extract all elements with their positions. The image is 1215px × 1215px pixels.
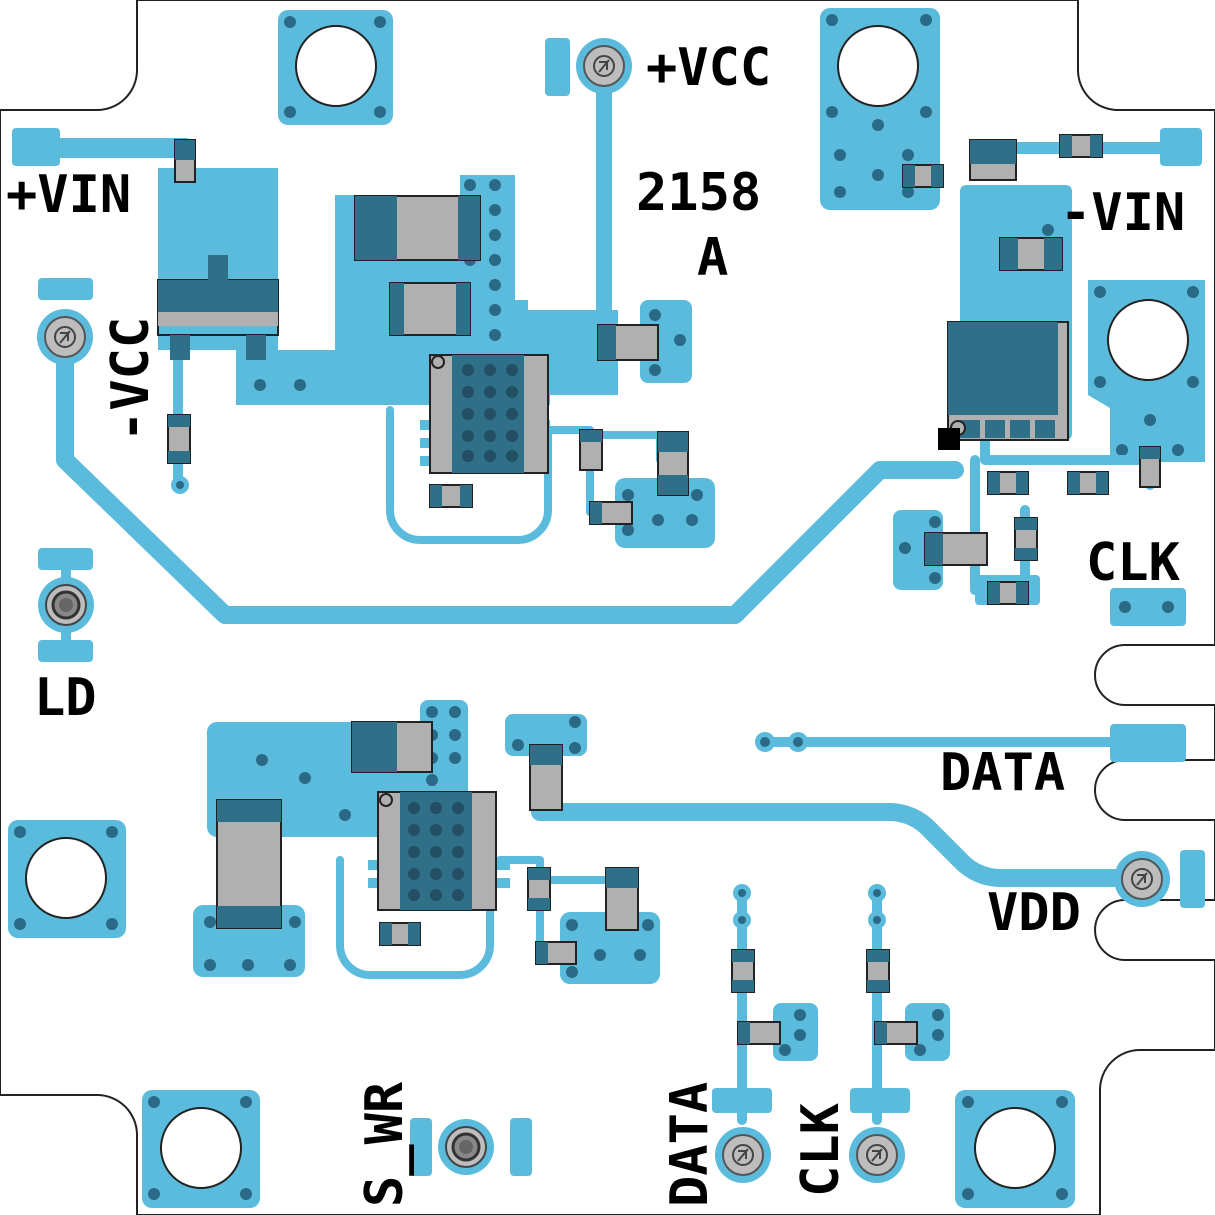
mounting-hole-top-right bbox=[820, 8, 940, 210]
label-revision: A bbox=[697, 228, 728, 288]
label-plus-vcc: +VCC bbox=[646, 38, 771, 98]
test-point-data bbox=[714, 1126, 772, 1184]
test-point-s-wr bbox=[436, 1117, 496, 1177]
mounting-hole-bottom-right bbox=[955, 1090, 1075, 1208]
label-ld: LD bbox=[34, 668, 97, 728]
label-clk-right: CLK bbox=[1086, 533, 1181, 593]
test-point-plus-vcc bbox=[575, 37, 633, 95]
vias bbox=[204, 179, 1174, 1056]
mounting-hole-top-left bbox=[278, 10, 393, 125]
label-minus-vcc: -VCC bbox=[101, 317, 161, 442]
label-data-right: DATA bbox=[940, 743, 1065, 803]
label-s-wr: S_WR bbox=[355, 1081, 415, 1207]
test-point-clk bbox=[848, 1126, 906, 1184]
label-part-number: 2158 bbox=[636, 163, 761, 223]
mounting-hole-right-upper bbox=[1088, 280, 1205, 462]
mounting-hole-bottom-left bbox=[142, 1090, 260, 1208]
label-vdd: VDD bbox=[987, 883, 1081, 943]
label-clk-bottom: CLK bbox=[791, 1102, 851, 1197]
test-point-minus-vcc bbox=[36, 308, 94, 366]
test-point-vdd bbox=[1113, 850, 1171, 908]
label-minus-vin: -VIN bbox=[1060, 183, 1185, 243]
mounting-hole-left-lower bbox=[8, 820, 126, 938]
label-plus-vin: +VIN bbox=[6, 165, 131, 225]
label-data-bottom: DATA bbox=[660, 1082, 720, 1207]
components bbox=[157, 134, 1161, 1045]
test-point-ld bbox=[36, 575, 96, 635]
